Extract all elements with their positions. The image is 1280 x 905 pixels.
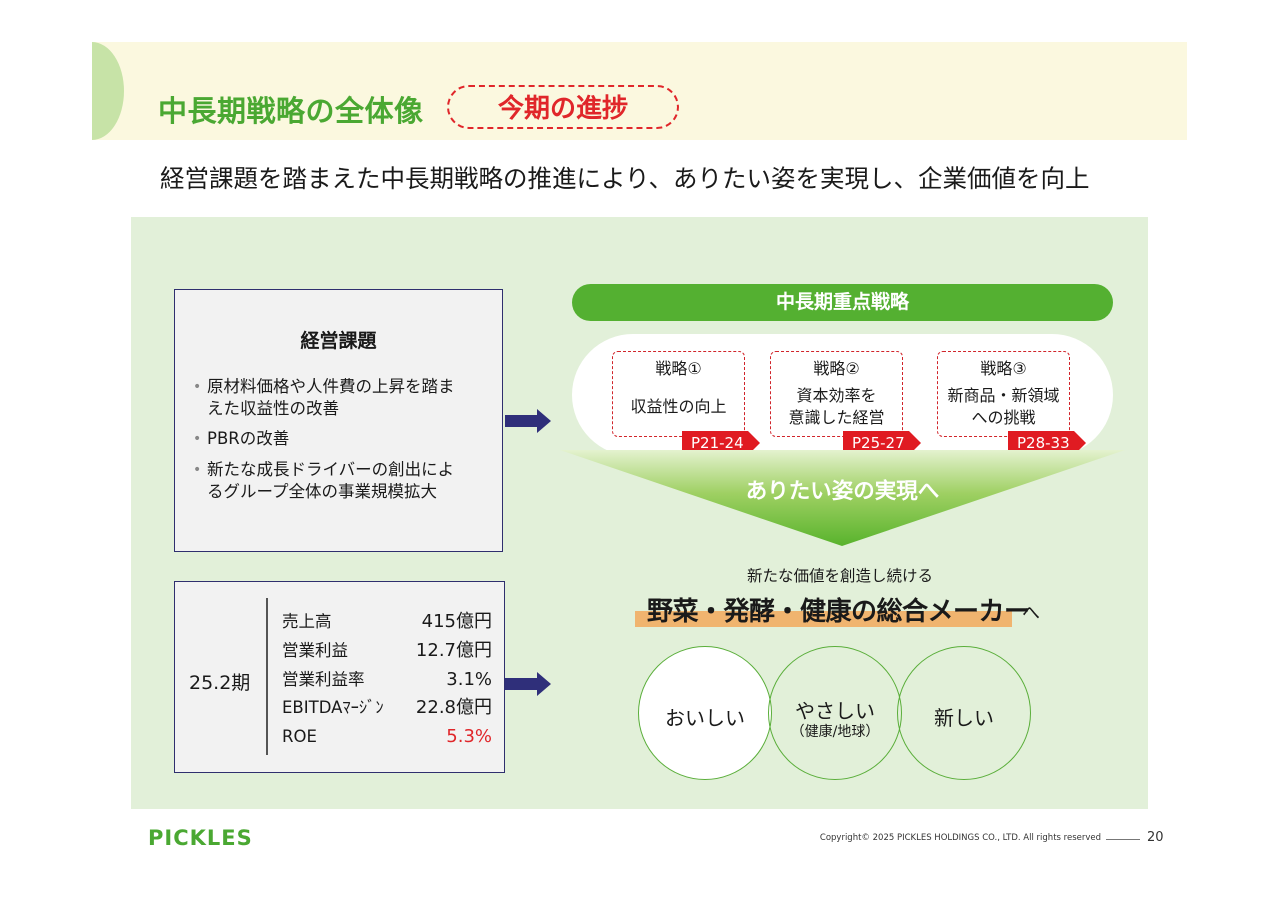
vision-suffix: へ [1022,603,1040,624]
bullet-icon: • [193,379,202,395]
strategy-card-1: 戦略① 収益性の向上 [612,351,745,437]
circle-label: おいしい [665,706,745,730]
value-circle-gentle: やさしい （健康/地球） [768,646,902,780]
circle-sublabel: （健康/地球） [790,724,880,740]
metric-row-roe: ROE 5.3% [282,723,492,751]
progress-badge: 今期の進捗 [447,85,679,129]
header-band [92,42,1187,140]
metric-label: EBITDAﾏｰｼﾞﾝ [282,698,384,717]
page-title: 中長期戦略の全体像 [158,94,424,128]
issue-item: • 新たな成長ドライバーの創出によ るグループ全体の事業規模拡大 [193,459,483,503]
right-arrow-icon [505,672,551,696]
metric-value: 415億円 [421,611,492,632]
metric-row-operating-profit: 営業利益 12.7億円 [282,637,492,665]
metric-row-sales: 売上高 415億円 [282,608,492,636]
page-number: 20 [1147,830,1164,845]
strategy-text: への挑戦 [971,408,1036,427]
issues-box: 経営課題 • 原材料価格や人件費の上昇を踏ま えた収益性の改善 • PBRの改善… [174,289,503,552]
value-circle-delicious: おいしい [638,646,772,780]
strategy-card-2: 戦略② 資本効率を 意識した経営 [770,351,903,437]
strategy-card-3: 戦略③ 新商品・新領域 への挑戦 [937,351,1070,437]
company-logo: PICKLES [148,826,253,850]
issue-line: えた収益性の改善 [207,399,339,418]
metric-value: 3.1% [446,669,492,690]
metric-label: 売上高 [282,612,332,631]
issues-title: 経営課題 [300,330,377,352]
bullet-icon: • [193,462,202,478]
strategy-text: 資本効率を [796,386,877,405]
funnel-label: ありたい姿の実現へ [745,479,940,504]
metric-value-roe: 5.3% [446,726,492,747]
strategy-text: 収益性の向上 [630,397,727,416]
value-circle-new: 新しい [897,646,1031,780]
page-subtitle: 経営課題を踏まえた中長期戦略の推進により、ありたい姿を実現し、企業価値を向上 [160,164,1090,193]
funnel-arrow [560,450,1125,546]
strategy-title: 戦略② [813,359,860,378]
metric-value: 12.7億円 [415,640,492,661]
issue-line: PBRの改善 [207,429,290,448]
metric-row-operating-margin: 営業利益率 3.1% [282,666,492,694]
issue-item: • PBRの改善 [193,428,483,450]
footer-divider [1106,839,1140,840]
strategy-text: 意識した経営 [788,408,885,427]
strategy-header: 中長期重点戦略 [572,284,1113,321]
strategy-text: 新商品・新領域 [947,386,1060,405]
metric-label: 営業利益 [282,641,348,660]
metric-label: ROE [282,727,317,746]
results-box: 25.2期 売上高 415億円 営業利益 12.7億円 営業利益率 3.1% E… [174,581,505,773]
vision-lead: 新たな価値を創造し続ける [746,567,933,585]
strategy-title: 戦略③ [980,359,1027,378]
circle-label: やさしい [795,699,875,723]
issue-item: • 原材料価格や人件費の上昇を踏ま えた収益性の改善 [193,376,483,420]
issue-line: 新たな成長ドライバーの創出によ [207,460,455,479]
issue-line: 原材料価格や人件費の上昇を踏ま [207,377,455,396]
circle-label: 新しい [934,706,994,730]
right-arrow-icon [505,409,551,433]
issue-line: るグループ全体の事業規模拡大 [207,482,438,501]
bullet-icon: • [193,431,202,447]
metric-label: 営業利益率 [282,670,365,689]
copyright-text: Copyright© 2025 PICKLES HOLDINGS CO., LT… [819,833,1101,843]
results-divider [266,598,268,755]
strategy-title: 戦略① [655,359,702,378]
vision-main: 野菜・発酵・健康の総合メーカー [647,597,1030,627]
period-label: 25.2期 [189,672,251,694]
metric-row-ebitda: EBITDAﾏｰｼﾞﾝ 22.8億円 [282,694,492,722]
metric-value: 22.8億円 [415,697,492,718]
highlight-bar [635,611,1012,627]
